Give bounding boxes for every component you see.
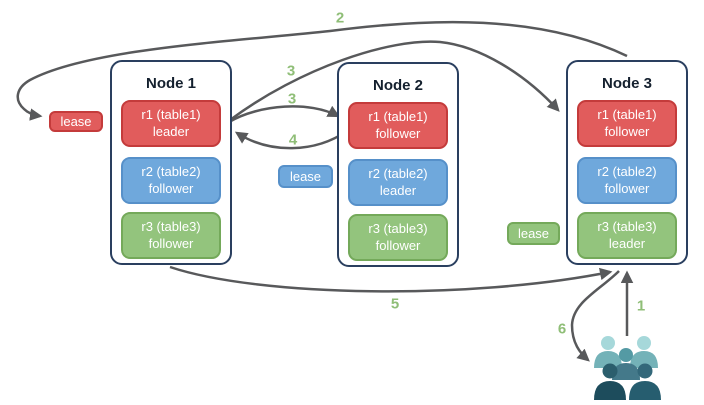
person-silhouette (630, 336, 658, 368)
replica-role: follower (604, 123, 650, 139)
node-2-box: Node 2 r1 (table1) follower r2 (table2) … (337, 62, 459, 267)
arrow-step5-node1-to-node3 (169, 265, 613, 293)
node3-replica-r2: r2 (table2) follower (577, 157, 677, 204)
step-label-1: 1 (636, 297, 646, 315)
person-silhouette (594, 363, 626, 400)
lease-badge-green: lease (507, 222, 560, 245)
lease-badge-red: lease (49, 111, 103, 132)
node3-replica-r1: r1 (table1) follower (577, 100, 677, 147)
node-2-title: Node 2 (372, 77, 423, 94)
step-label-6: 6 (557, 320, 567, 338)
replica-role: follower (604, 180, 650, 196)
node2-replica-r3: r3 (table3) follower (348, 214, 448, 261)
replica-role: leader (608, 235, 646, 251)
node-1-box: Node 1 r1 (table1) leader r2 (table2) fo… (110, 60, 232, 265)
person-silhouette (629, 363, 661, 400)
node-3-box: Node 3 r1 (table1) follower r2 (table2) … (566, 60, 688, 265)
person-silhouette (612, 348, 640, 380)
node2-replica-r2: r2 (table2) leader (348, 159, 448, 206)
node-3-title: Node 3 (601, 75, 652, 92)
node2-replica-r1: r1 (table1) follower (348, 102, 448, 149)
users-icon (594, 336, 661, 400)
replica-role: follower (148, 235, 194, 251)
replica-name: r1 (table1) (368, 109, 428, 125)
step-label-4: 4 (288, 131, 298, 149)
node-1-title: Node 1 (145, 75, 196, 92)
node1-replica-r1: r1 (table1) leader (121, 100, 221, 147)
replica-name: r2 (table2) (141, 164, 201, 180)
replica-name: r2 (table2) (597, 164, 657, 180)
replica-name: r1 (table1) (141, 107, 201, 123)
lease-badge-blue: lease (278, 165, 333, 188)
arrow-step6-node3-to-users (570, 270, 620, 362)
replica-role: follower (375, 125, 421, 141)
node3-replica-r3: r3 (table3) leader (577, 212, 677, 259)
replica-name: r3 (table3) (141, 219, 201, 235)
arrow-step3-node1-to-node2 (228, 105, 341, 124)
person-silhouette (594, 336, 622, 368)
replica-role: follower (375, 237, 421, 253)
replica-role: leader (379, 182, 417, 198)
node1-replica-r2: r2 (table2) follower (121, 157, 221, 204)
node1-replica-r3: r3 (table3) follower (121, 212, 221, 259)
replica-name: r1 (table1) (597, 107, 657, 123)
replica-name: r3 (table3) (597, 219, 657, 235)
step-label-3a: 3 (286, 62, 296, 80)
replica-name: r3 (table3) (368, 221, 428, 237)
replica-name: r2 (table2) (368, 166, 428, 182)
step-label-3b: 3 (287, 90, 297, 108)
step-label-2: 2 (335, 9, 345, 27)
replica-role: leader (152, 123, 190, 139)
step-label-5: 5 (390, 295, 400, 313)
replica-role: follower (148, 180, 194, 196)
